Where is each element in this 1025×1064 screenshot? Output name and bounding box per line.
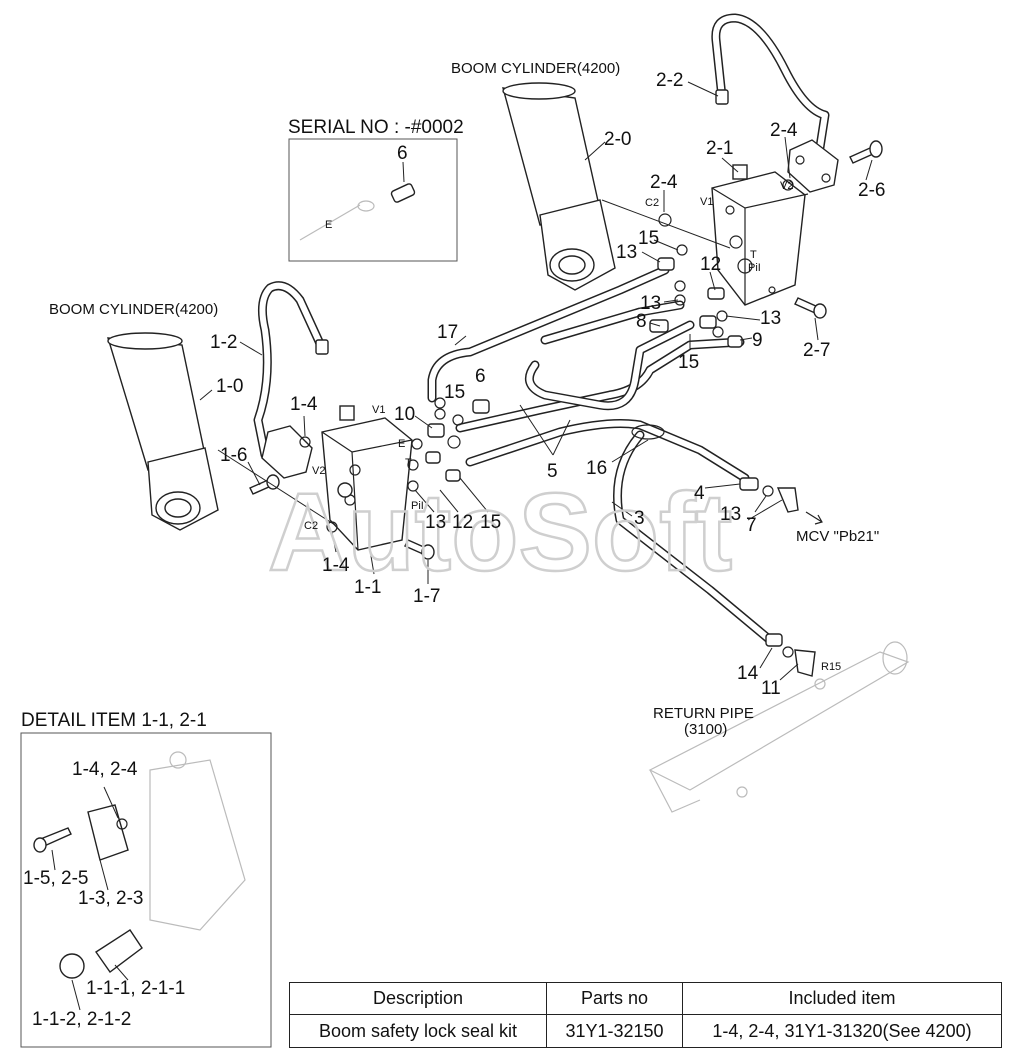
boom-cylinder-left (107, 332, 219, 531)
callout: 15 (678, 352, 699, 373)
callout: 17 (437, 322, 458, 343)
callout: 6 (397, 143, 408, 164)
callout: 15 (638, 228, 659, 249)
detail-callout: 1-3, 2-3 (78, 888, 143, 909)
port-label: V2 (312, 465, 325, 477)
port-label: T (405, 457, 412, 469)
detail-heading: DETAIL ITEM 1-1, 2-1 (21, 710, 207, 731)
callout: 2-6 (858, 180, 885, 201)
callout: 2-4 (770, 120, 798, 141)
callout: 8 (636, 311, 647, 332)
callout: 13 (425, 512, 446, 533)
callout: 9 (752, 330, 763, 351)
callout: 10 (394, 404, 415, 425)
flange-right (787, 139, 839, 193)
callout: 13 (640, 293, 661, 314)
bolt-2-7 (794, 297, 827, 319)
callout: 13 (720, 504, 741, 525)
valve-block-2-1 (711, 164, 809, 306)
boom-cylinder-right (502, 82, 616, 291)
port-label: PiI (411, 500, 424, 512)
callout: 12 (700, 254, 721, 275)
table-row: Boom safety lock seal kit 31Y1-32150 1-4… (289, 1014, 1002, 1048)
callout: 11 (761, 678, 781, 699)
callouts: 2-2 2-0 2-4 2-1 2-4 2-6 6 13 15 12 13 8 … (210, 70, 885, 699)
callout: 5 (547, 461, 558, 482)
parts-table: Description Parts no Included item Boom … (289, 982, 1002, 1048)
callout: 4 (694, 483, 705, 504)
callout: 2-7 (803, 340, 830, 361)
callout: 13 (616, 242, 637, 263)
leader-lines (199, 81, 873, 681)
callout: 7 (746, 515, 757, 536)
return-pipe (648, 641, 910, 813)
callout: 1-7 (413, 586, 440, 607)
callout: 12 (452, 512, 473, 533)
fittings (299, 179, 816, 677)
callout: 16 (586, 458, 607, 479)
callout: 2-2 (656, 70, 683, 91)
table-header: Included item (682, 982, 1002, 1015)
note-boom-cyl-right: BOOM CYLINDER(4200) (451, 60, 620, 77)
callout: 1-0 (216, 376, 243, 397)
note-boom-cyl-left: BOOM CYLINDER(4200) (49, 301, 218, 318)
bolt-1-7 (404, 539, 435, 560)
callout: 13 (760, 308, 781, 329)
port-label: E (398, 438, 405, 450)
callout: 1-1 (354, 577, 381, 598)
port-label: C2 (304, 520, 318, 532)
callout: 2-0 (604, 129, 631, 150)
hose-2-2 (711, 13, 830, 165)
port-label: PiI (748, 262, 761, 274)
pipes (427, 265, 775, 645)
callout: 2-1 (706, 138, 733, 159)
table-cell: Boom safety lock seal kit (289, 1014, 547, 1048)
note-mcv: MCV "Pb21" (796, 528, 879, 545)
callout: 3 (634, 508, 645, 529)
detail-callout: 1-5, 2-5 (23, 868, 88, 889)
hose-1-2 (253, 281, 329, 460)
callout: 2-4 (650, 172, 678, 193)
table-cell: 31Y1-32150 (546, 1014, 683, 1048)
callout: 1-2 (210, 332, 237, 353)
detail-callout: 1-1-2, 2-1-2 (32, 1009, 131, 1030)
callout: 14 (737, 663, 759, 684)
port-label: V2 (780, 180, 793, 192)
detail-callout: 1-4, 2-4 (72, 759, 138, 780)
note-return-pipe-no: (3100) (684, 721, 727, 738)
note-return-pipe: RETURN PIPE (653, 705, 754, 722)
detail-inset (20, 732, 272, 1048)
port-label: V1 (700, 196, 713, 208)
port-label: E (325, 219, 332, 231)
callout: 1-4 (322, 555, 350, 576)
flange-left (261, 425, 313, 479)
port-label: V1 (372, 404, 385, 416)
callout: 15 (480, 512, 501, 533)
callout: 1-4 (290, 394, 318, 415)
table-header: Parts no (546, 982, 683, 1015)
table-header-row: Description Parts no Included item (289, 982, 1002, 1015)
table-header: Description (289, 982, 547, 1015)
port-label: R15 (821, 661, 841, 673)
serial-heading: SERIAL NO : -#0002 (288, 117, 464, 138)
callout: 15 (444, 382, 465, 403)
serial-inset (288, 138, 458, 262)
detail-callouts: 1-4, 2-4 1-5, 2-5 1-3, 2-3 1-1-1, 2-1-1 … (23, 759, 185, 1030)
callout: 1-6 (220, 445, 247, 466)
bolt-2-6 (849, 140, 883, 164)
watermark: AutoSoft (268, 471, 732, 594)
detail-callout: 1-1-1, 2-1-1 (86, 978, 185, 999)
table-cell: 1-4, 2-4, 31Y1-31320(See 4200) (682, 1014, 1002, 1048)
valve-block-1-1 (321, 405, 413, 551)
callout: 6 (475, 366, 486, 387)
mcv-arrow (805, 511, 823, 525)
port-label: T (750, 249, 757, 261)
port-label: C2 (645, 197, 659, 209)
